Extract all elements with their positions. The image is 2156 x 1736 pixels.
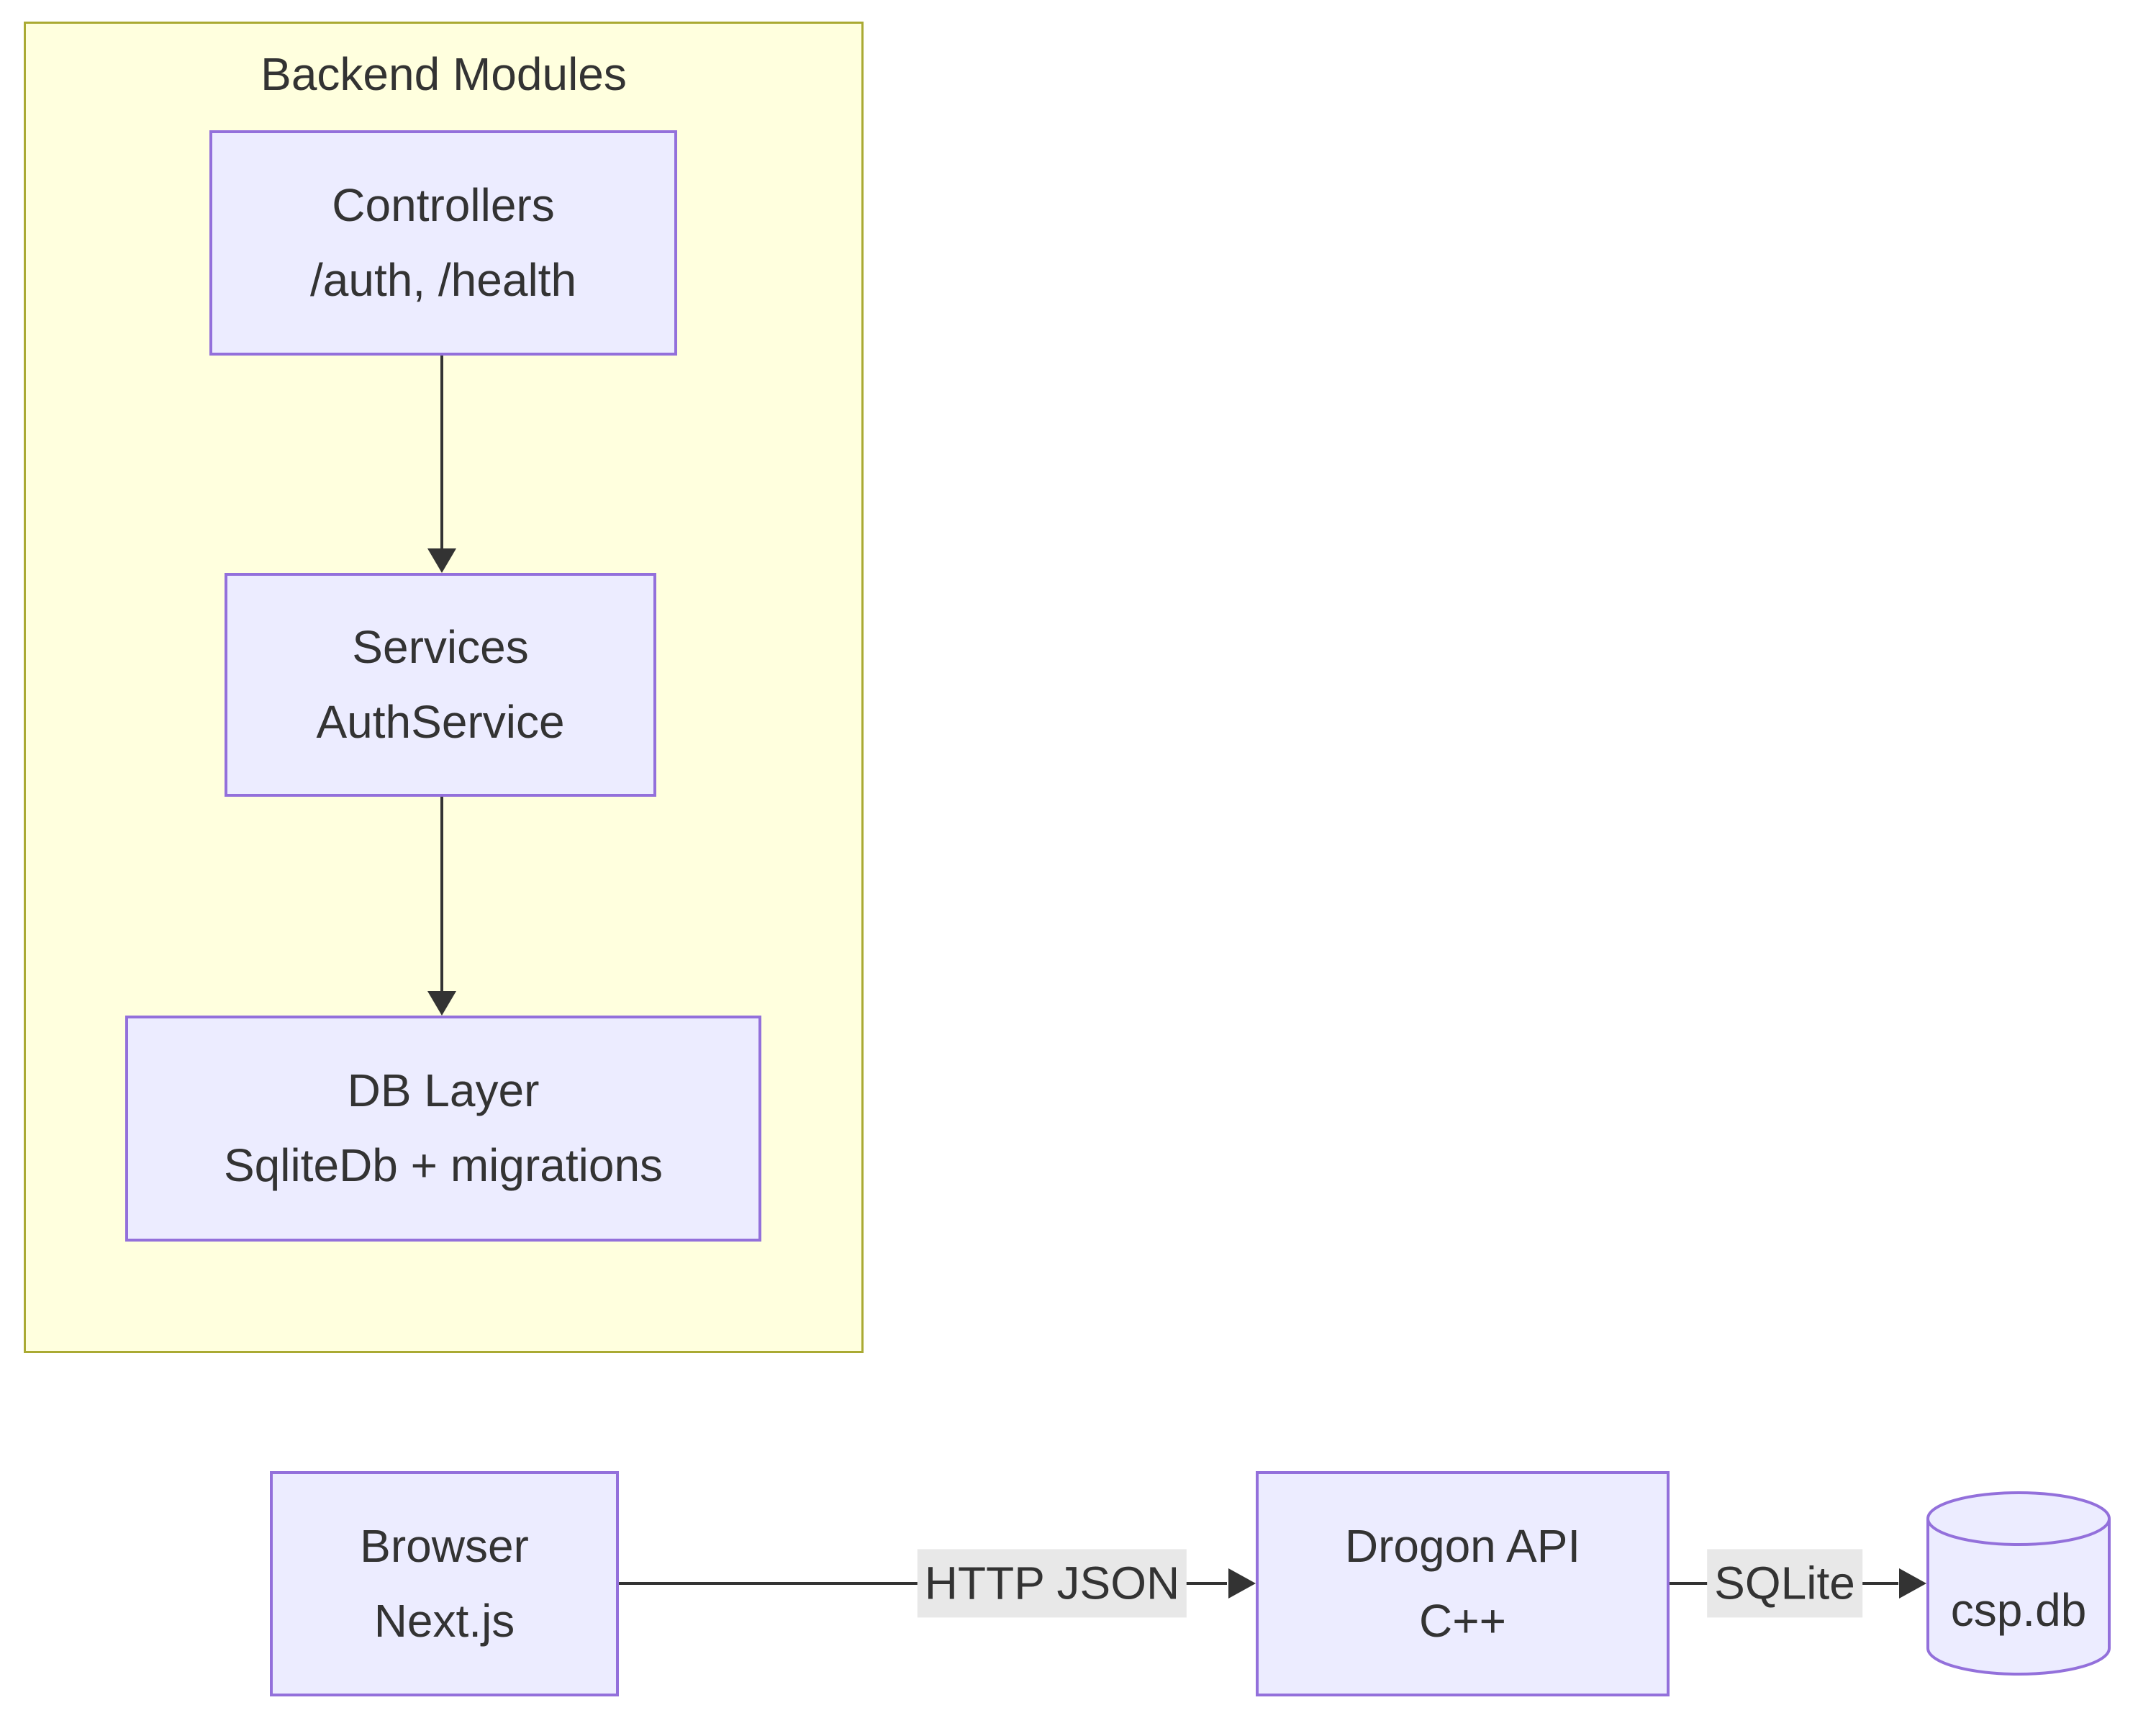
arrowhead-down-icon	[427, 548, 456, 573]
edge-controllers-to-services-line	[440, 356, 443, 548]
node-browser: Browser Next.js	[270, 1471, 619, 1696]
edge-label-sqlite: SQLite	[1707, 1549, 1862, 1618]
node-db-layer-line2: SqliteDb + migrations	[223, 1139, 663, 1191]
node-drogon-api-line1: Drogon API	[1344, 1519, 1581, 1572]
node-services-line2: AuthService	[316, 695, 565, 748]
node-db-layer: DB Layer SqliteDb + migrations	[125, 1016, 761, 1242]
node-controllers-line2: /auth, /health	[309, 253, 577, 306]
database-cylinder-icon	[1926, 1491, 2111, 1676]
node-csp-db-label: csp.db	[1950, 1584, 2087, 1636]
node-browser-line1: Browser	[360, 1519, 529, 1572]
node-controllers-line1: Controllers	[332, 178, 555, 231]
edge-label-http-json: HTTP JSON	[917, 1549, 1187, 1618]
node-browser-line2: Next.js	[373, 1594, 515, 1647]
node-csp-db: csp.db	[1926, 1491, 2111, 1676]
node-drogon-api-line2: C++	[1419, 1594, 1506, 1647]
node-drogon-api: Drogon API C++	[1256, 1471, 1670, 1696]
edge-services-to-dblayer-line	[440, 797, 443, 991]
node-services: Services AuthService	[225, 573, 656, 797]
node-db-layer-line1: DB Layer	[347, 1064, 540, 1117]
node-controllers: Controllers /auth, /health	[209, 130, 677, 356]
node-services-line1: Services	[352, 620, 529, 673]
arrowhead-down-icon	[427, 991, 456, 1016]
arrowhead-right-icon	[1228, 1568, 1256, 1599]
subgraph-title: Backend Modules	[261, 48, 627, 100]
arrowhead-right-icon	[1899, 1568, 1926, 1599]
